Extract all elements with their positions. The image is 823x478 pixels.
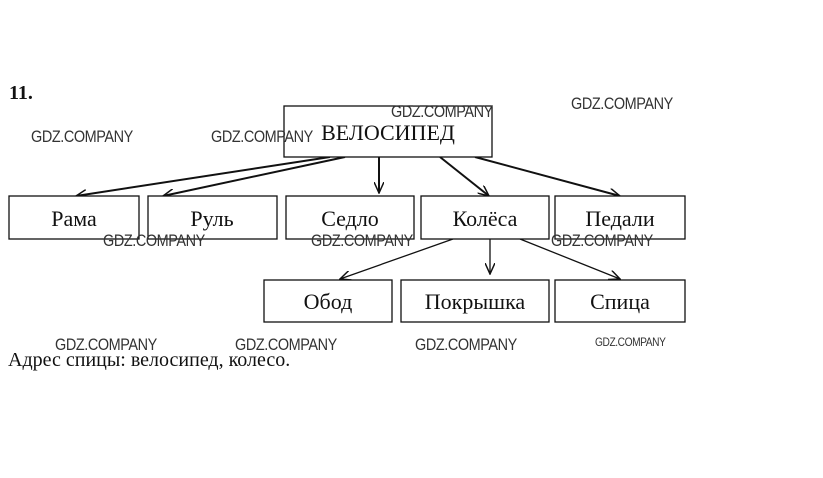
arrow-to-obod: [340, 238, 454, 279]
arrow-to-rama: [76, 156, 331, 196]
task-number: 11.: [9, 82, 33, 104]
watermark: GDZ.COMPANY: [311, 231, 413, 250]
node-rul-box: [147, 195, 278, 240]
arrow-to-pedali: [474, 156, 620, 196]
node-pedali-label: Педали: [585, 206, 654, 231]
node-root-label: ВЕЛОСИПЕД: [321, 120, 455, 145]
node-root-box: [283, 105, 493, 158]
node-sedlo-box: [285, 195, 415, 240]
watermark: GDZ.COMPANY: [551, 231, 653, 250]
watermark: GDZ.COMPANY: [415, 335, 517, 354]
watermark: GDZ.COMPANY: [595, 335, 666, 349]
watermark: GDZ.COMPANY: [571, 94, 673, 113]
answer-text: Адрес спицы: велосипед, колесо.: [8, 349, 291, 371]
node-kolesa-box: [420, 195, 550, 240]
watermark: GDZ.COMPANY: [55, 335, 157, 354]
watermark: GDZ.COMPANY: [103, 231, 205, 250]
node-obod-box: [263, 279, 393, 323]
arrow-to-rul: [163, 156, 346, 196]
node-pokryshka-box: [400, 279, 550, 323]
node-rama-label: Рама: [51, 206, 97, 231]
node-pokryshka-label: Покрышка: [425, 289, 526, 314]
watermark: GDZ.COMPANY: [31, 127, 133, 146]
watermark: GDZ.COMPANY: [211, 127, 313, 146]
watermark: GDZ.COMPANY: [391, 102, 493, 121]
node-kolesa-label: Колёса: [453, 206, 518, 231]
arrow-to-kolesa: [439, 156, 489, 196]
node-spica-label: Спица: [590, 289, 650, 314]
watermark: GDZ.COMPANY: [235, 335, 337, 354]
node-obod-label: Обод: [304, 289, 353, 314]
node-spica-box: [554, 279, 686, 323]
node-rama-box: [8, 195, 140, 240]
node-sedlo-label: Седло: [321, 206, 379, 231]
node-rul-label: Руль: [190, 206, 233, 231]
node-pedali-box: [554, 195, 686, 240]
arrow-to-spica: [519, 238, 620, 279]
